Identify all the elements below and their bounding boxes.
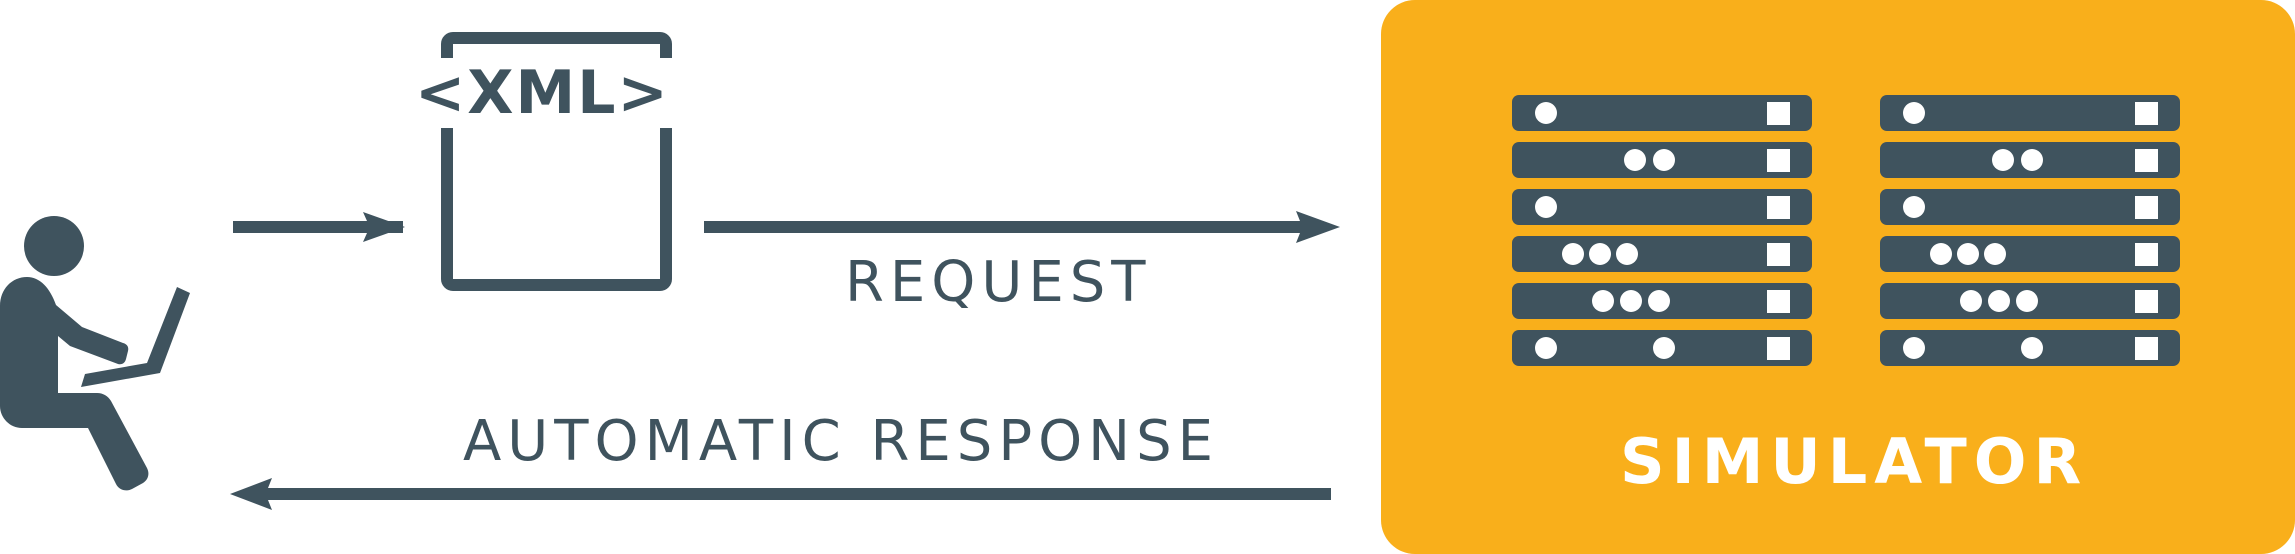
status-light bbox=[1960, 290, 1982, 312]
drive-bay bbox=[1767, 196, 1790, 219]
response-label: AUTOMATIC RESPONSE bbox=[463, 409, 1219, 474]
status-light bbox=[1562, 243, 1584, 265]
status-light bbox=[1624, 149, 1646, 171]
status-light bbox=[1535, 102, 1557, 124]
server-unit-body bbox=[1512, 189, 1812, 225]
server-unit bbox=[1880, 283, 2180, 319]
simulator-label: SIMULATOR bbox=[1620, 425, 2089, 498]
status-light bbox=[1535, 196, 1557, 218]
status-light bbox=[1592, 290, 1614, 312]
server-unit-body bbox=[1512, 236, 1812, 272]
status-light bbox=[1653, 337, 1675, 359]
status-light bbox=[1648, 290, 1670, 312]
drive-bay bbox=[2135, 290, 2158, 313]
status-light bbox=[1616, 243, 1638, 265]
drive-bay bbox=[2135, 196, 2158, 219]
xml-tag-label: <XML> bbox=[411, 58, 674, 128]
status-light bbox=[2021, 337, 2043, 359]
status-light bbox=[1984, 243, 2006, 265]
response-arrow bbox=[230, 478, 1331, 510]
xml-document-icon bbox=[441, 32, 672, 291]
server-unit bbox=[1512, 95, 1812, 131]
drive-bay bbox=[1767, 290, 1790, 313]
server-rack-icon bbox=[1880, 95, 2180, 366]
status-light bbox=[1535, 337, 1557, 359]
drive-bay bbox=[2135, 337, 2158, 360]
server-unit bbox=[1880, 330, 2180, 366]
server-racks bbox=[1512, 95, 2180, 366]
server-unit-body bbox=[1880, 236, 2180, 272]
drive-bay bbox=[1767, 243, 1790, 266]
server-unit-body bbox=[1880, 95, 2180, 131]
drive-bay bbox=[1767, 102, 1790, 125]
person-with-laptop-icon bbox=[0, 216, 190, 491]
server-unit bbox=[1512, 236, 1812, 272]
drive-bay bbox=[2135, 243, 2158, 266]
status-light bbox=[2021, 149, 2043, 171]
drive-bay bbox=[2135, 149, 2158, 172]
status-light bbox=[1903, 337, 1925, 359]
status-light bbox=[1988, 290, 2010, 312]
server-unit-body bbox=[1880, 189, 2180, 225]
status-light bbox=[1653, 149, 1675, 171]
server-unit bbox=[1512, 330, 1812, 366]
arrow-to-document bbox=[233, 212, 405, 242]
server-unit bbox=[1880, 95, 2180, 131]
server-rack-icon bbox=[1512, 95, 1812, 366]
server-unit bbox=[1880, 189, 2180, 225]
request-label: REQUEST bbox=[845, 250, 1152, 315]
status-light bbox=[1620, 290, 1642, 312]
simulator-panel bbox=[1381, 0, 2295, 554]
status-light bbox=[1992, 149, 2014, 171]
server-unit-body bbox=[1512, 95, 1812, 131]
server-unit bbox=[1512, 142, 1812, 178]
drive-bay bbox=[1767, 337, 1790, 360]
status-light bbox=[1957, 243, 1979, 265]
status-light bbox=[1903, 102, 1925, 124]
status-light bbox=[2016, 290, 2038, 312]
request-arrow bbox=[704, 211, 1340, 243]
server-unit bbox=[1880, 142, 2180, 178]
server-unit bbox=[1880, 236, 2180, 272]
status-light bbox=[1903, 196, 1925, 218]
server-unit bbox=[1512, 189, 1812, 225]
status-light bbox=[1589, 243, 1611, 265]
drive-bay bbox=[1767, 149, 1790, 172]
status-light bbox=[1930, 243, 1952, 265]
server-unit bbox=[1512, 283, 1812, 319]
drive-bay bbox=[2135, 102, 2158, 125]
